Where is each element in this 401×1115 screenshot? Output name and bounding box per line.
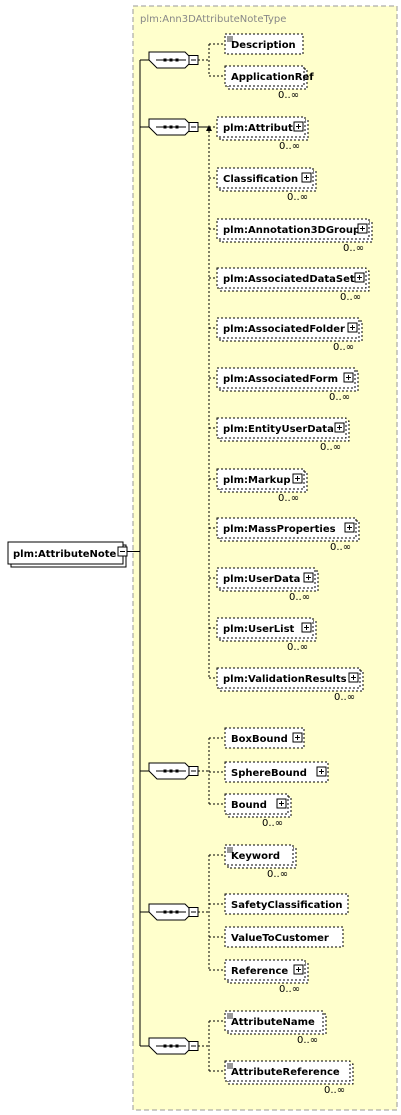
element-label: AttributeName	[231, 1017, 315, 1028]
element-attribute-reference[interactable]: AttributeReference	[224, 1060, 354, 1085]
element-attribute[interactable]: plm:Attribute	[216, 116, 309, 141]
cardinality-label: 0..∞	[330, 542, 351, 553]
element-label: AttributeReference	[231, 1067, 340, 1078]
cardinality-label: 0..∞	[278, 90, 299, 101]
element-user-data[interactable]: plm:UserData	[216, 567, 319, 592]
element-label: plm:UserList	[223, 624, 295, 635]
sequence-compositor[interactable]	[148, 51, 194, 69]
root-element-label: plm:AttributeNote	[13, 549, 117, 560]
element-attribute-name[interactable]: AttributeName	[224, 1010, 327, 1035]
sequence-collapse-toggle[interactable]	[188, 122, 199, 132]
type-title: plm:Ann3DAttributeNoteType	[140, 14, 286, 25]
cardinality-label: 0..∞	[333, 342, 354, 353]
element-label: SphereBound	[231, 768, 307, 779]
element-bound[interactable]: Bound	[224, 793, 292, 818]
expand-icon[interactable]	[303, 572, 314, 583]
sequence-collapse-toggle[interactable]	[188, 1041, 199, 1051]
sequence-compositor[interactable]	[148, 903, 194, 921]
cardinality-label: 0..∞	[343, 243, 364, 254]
element-reference[interactable]: Reference	[224, 959, 309, 984]
element-box-bound[interactable]: BoxBound	[224, 727, 305, 749]
element-label: Bound	[231, 800, 267, 811]
expand-icon[interactable]	[316, 766, 327, 777]
sequence-compositor[interactable]	[148, 118, 194, 136]
expand-icon[interactable]	[347, 322, 358, 333]
cardinality-label: 0..∞	[287, 192, 308, 203]
sequence-compositor[interactable]	[148, 1037, 194, 1055]
sequence-collapse-toggle[interactable]	[188, 766, 199, 776]
element-description[interactable]: Description	[224, 33, 304, 55]
element-label: plm:MassProperties	[223, 524, 336, 535]
documentation-icon	[227, 847, 233, 853]
element-label: plm:UserData	[223, 574, 300, 585]
cardinality-label: 0..∞	[289, 592, 310, 603]
element-label: plm:AssociatedDataSet	[223, 274, 355, 285]
cardinality-label: 0..∞	[279, 141, 300, 152]
element-label: Classification	[223, 174, 298, 185]
element-keyword[interactable]: Keyword	[224, 844, 297, 869]
expand-icon[interactable]	[293, 121, 304, 132]
element-application-ref[interactable]: ApplicationRef	[224, 65, 314, 90]
root-collapse-toggle[interactable]	[117, 546, 128, 557]
element-label: Reference	[231, 966, 288, 977]
element-label: plm:Annotation3DGroup	[223, 225, 360, 236]
expand-icon[interactable]	[344, 522, 355, 533]
expand-icon[interactable]	[354, 272, 365, 283]
element-value-to-customer[interactable]: ValueToCustomer	[224, 926, 344, 948]
expand-icon[interactable]	[334, 422, 345, 433]
element-validation-results[interactable]: plm:ValidationResults	[216, 667, 364, 692]
element-label: Keyword	[231, 851, 280, 862]
root-element[interactable]: plm:AttributeNote	[7, 541, 127, 568]
documentation-icon	[227, 36, 233, 42]
expand-icon[interactable]	[348, 672, 359, 683]
element-label: plm:AssociatedFolder	[223, 324, 345, 335]
element-label: ApplicationRef	[231, 72, 314, 83]
element-annotation3dgroup[interactable]: plm:Annotation3DGroup	[216, 218, 373, 243]
cardinality-label: 0..∞	[320, 442, 341, 453]
cardinality-label: 0..∞	[267, 869, 288, 880]
sequence-collapse-toggle[interactable]	[188, 55, 199, 65]
cardinality-label: 0..∞	[297, 1035, 318, 1046]
cardinality-label: 0..∞	[329, 392, 350, 403]
documentation-icon	[227, 1063, 233, 1069]
element-label: plm:Markup	[223, 475, 291, 486]
element-associated-folder[interactable]: plm:AssociatedFolder	[216, 317, 363, 342]
sequence-compositor[interactable]	[148, 762, 194, 780]
element-markup[interactable]: plm:Markup	[216, 468, 308, 493]
element-associated-form[interactable]: plm:AssociatedForm	[216, 367, 359, 392]
element-label: SafetyClassification	[231, 900, 343, 911]
expand-icon[interactable]	[343, 372, 354, 383]
expand-icon[interactable]	[357, 223, 368, 234]
element-label: BoxBound	[231, 734, 288, 745]
documentation-icon	[227, 1013, 233, 1019]
expand-icon[interactable]	[301, 172, 312, 183]
element-associated-data-set[interactable]: plm:AssociatedDataSet	[216, 267, 370, 292]
element-label: ValueToCustomer	[231, 933, 329, 944]
element-label: plm:EntityUserData	[223, 424, 334, 435]
element-label: Description	[231, 40, 296, 51]
expand-icon[interactable]	[301, 622, 312, 633]
element-classification[interactable]: Classification	[216, 167, 317, 192]
element-safety-classification[interactable]: SafetyClassification	[224, 893, 349, 915]
expand-icon[interactable]	[293, 964, 304, 975]
cardinality-label: 0..∞	[279, 984, 300, 995]
element-mass-properties[interactable]: plm:MassProperties	[216, 517, 360, 542]
expand-icon[interactable]	[276, 798, 287, 809]
sequence-collapse-toggle[interactable]	[188, 907, 199, 917]
element-sphere-bound[interactable]: SphereBound	[224, 761, 329, 783]
element-label: plm:AssociatedForm	[223, 374, 338, 385]
element-label: plm:Attribute	[223, 123, 300, 134]
cardinality-label: 0..∞	[334, 692, 355, 703]
element-label: plm:ValidationResults	[223, 674, 347, 685]
element-user-list[interactable]: plm:UserList	[216, 617, 317, 642]
cardinality-label: 0..∞	[278, 493, 299, 504]
cardinality-label: 0..∞	[324, 1085, 345, 1096]
cardinality-label: 0..∞	[262, 818, 283, 829]
expand-icon[interactable]	[292, 473, 303, 484]
cardinality-label: 0..∞	[287, 642, 308, 653]
element-entity-user-data[interactable]: plm:EntityUserData	[216, 417, 350, 442]
expand-icon[interactable]	[292, 732, 303, 743]
cardinality-label: 0..∞	[340, 292, 361, 303]
